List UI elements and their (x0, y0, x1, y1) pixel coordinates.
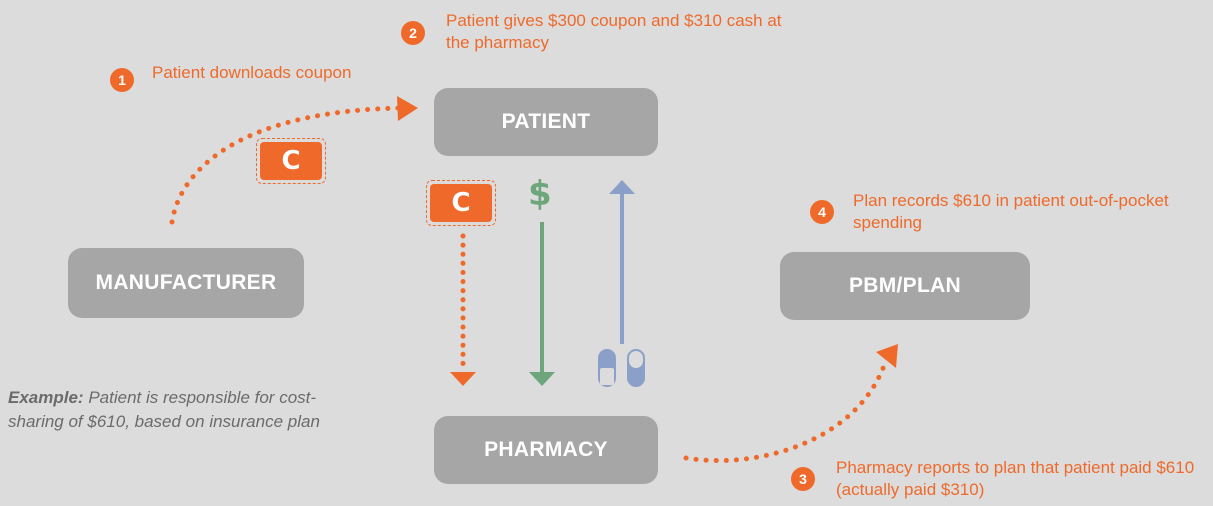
pharmacy-node-label: PHARMACY (484, 438, 608, 461)
step-3-badge: 3 (791, 467, 815, 491)
pharmacy-to-plan-arrow (683, 357, 889, 463)
drug-to-patient-arrowhead (609, 180, 635, 194)
manufacturer-to-patient-arrowhead (397, 96, 418, 121)
pill-capsule-icon (598, 349, 645, 387)
step-1-badge: 1 (110, 68, 134, 92)
patient-node: PATIENT (434, 88, 658, 156)
manufacturer-node-label: MANUFACTURER (95, 271, 277, 294)
pbm-plan-node: PBM/PLAN (780, 252, 1030, 320)
example-text: Patient is responsible for cost-sharing … (8, 388, 320, 431)
example-note: Example: Patient is responsible for cost… (8, 386, 328, 434)
pharmacy-node: PHARMACY (434, 416, 658, 484)
coupon-label: C (430, 184, 492, 222)
step-2-badge: 2 (401, 21, 425, 45)
pbm-plan-node-label: PBM/PLAN (848, 274, 962, 297)
cash-to-pharmacy-arrowhead (529, 372, 555, 386)
step-4-badge: 4 (810, 200, 834, 224)
coupon-icon: C (256, 138, 326, 184)
step-1-text: Patient downloads coupon (152, 63, 352, 82)
step-4-text: Plan records $610 in patient out-of-pock… (853, 191, 1169, 232)
coupon-to-pharmacy-arrowhead (450, 372, 476, 386)
manufacturer-node: MANUFACTURER (68, 248, 304, 318)
step-2-text: Patient gives $300 coupon and $310 cash … (446, 11, 782, 52)
coupon-icon: C (426, 180, 496, 226)
pharmacy-to-plan-arrowhead (876, 344, 898, 368)
step-3-text: Pharmacy reports to plan that patient pa… (836, 458, 1195, 499)
example-label: Example: (8, 388, 84, 407)
coupon-label: C (260, 142, 322, 180)
dollar-icon: $ (528, 174, 552, 214)
patient-node-label: PATIENT (501, 110, 591, 133)
manufacturer-to-patient-arrow (169, 105, 408, 225)
